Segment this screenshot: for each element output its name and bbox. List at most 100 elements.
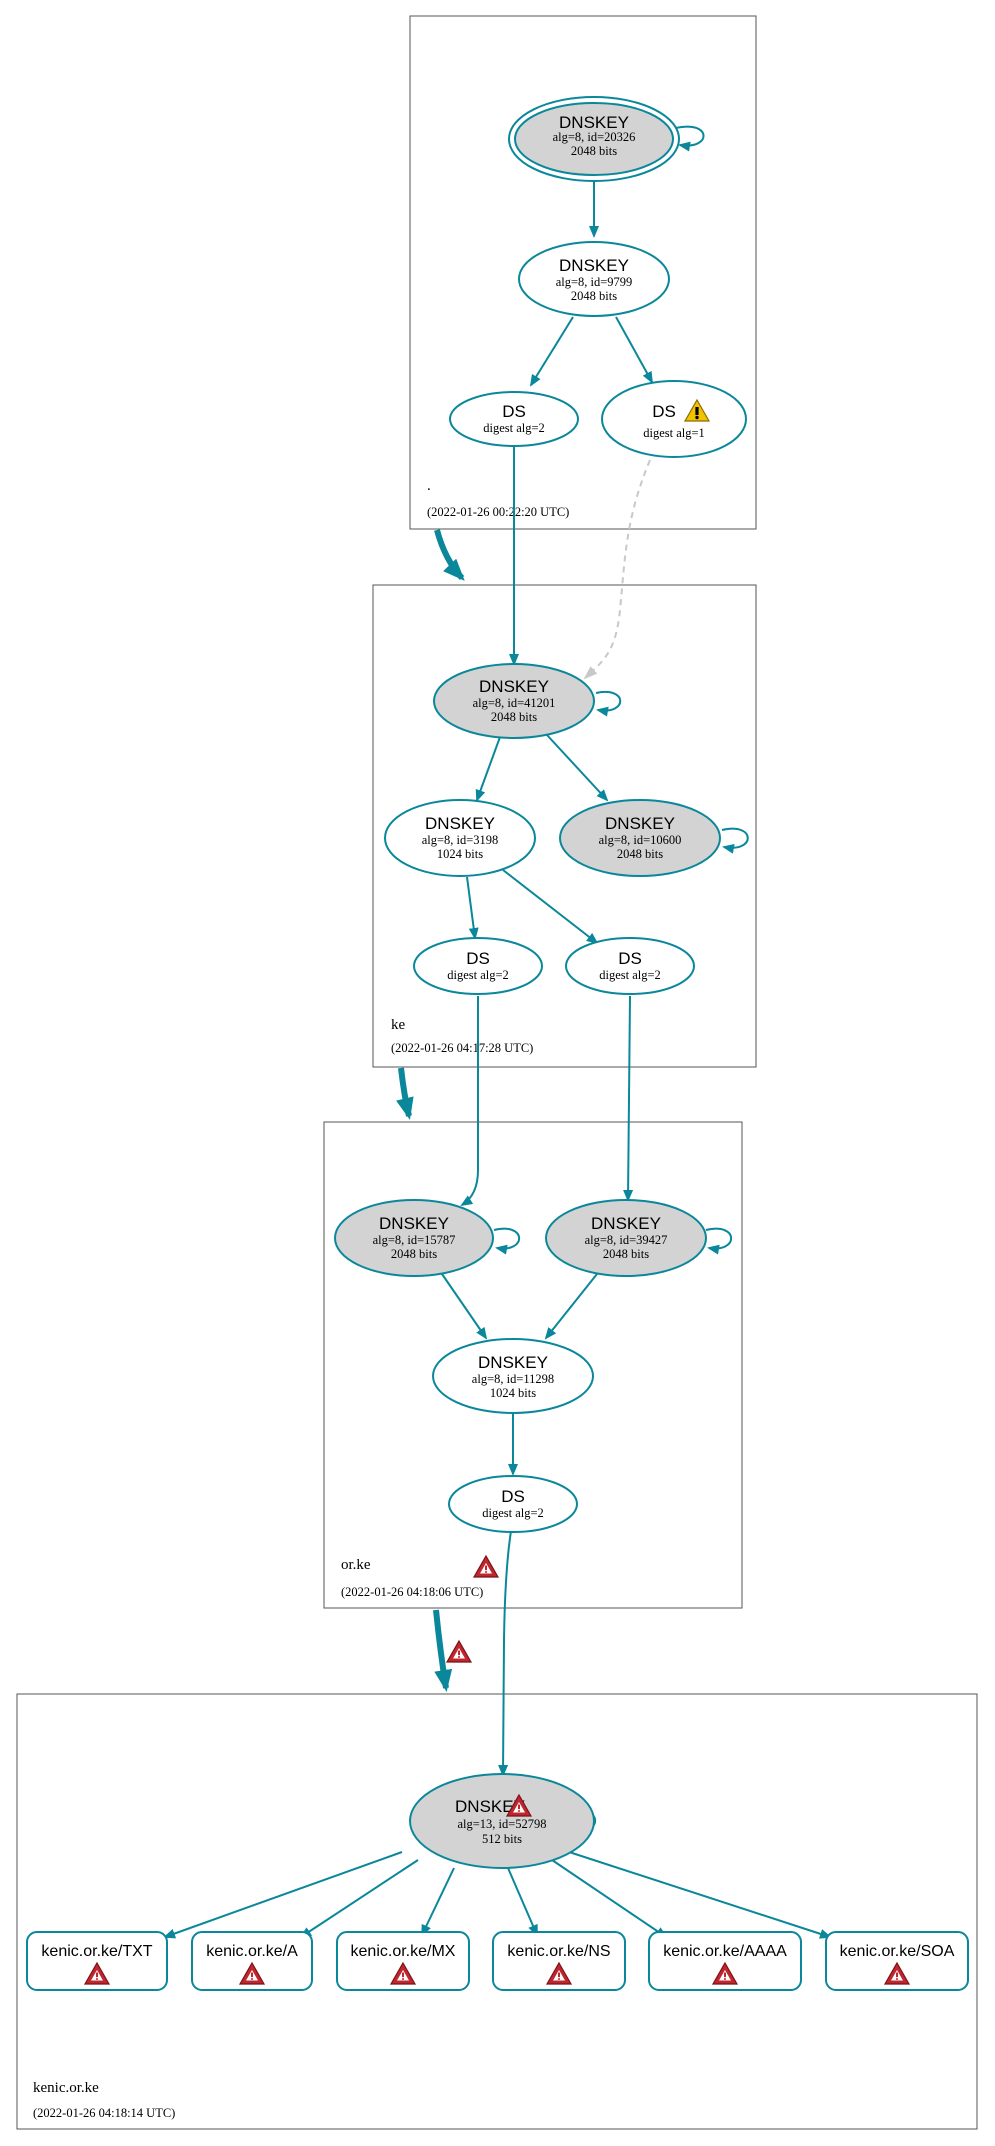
orke-zsk-id: alg=8, id=11298	[472, 1372, 554, 1386]
rrset-soa: kenic.or.ke/SOA	[825, 1931, 969, 1991]
zone-orke-name: or.ke	[341, 1557, 371, 1573]
rrset-aaaa: kenic.or.ke/AAAA	[648, 1931, 802, 1991]
orke-ksk1-node: DNSKEY alg=8, id=15787 2048 bits	[334, 1199, 494, 1277]
zone-root-timestamp: (2022-01-26 00:22:20 UTC)	[427, 505, 569, 519]
ke-ds-a-node: DS digest alg=2	[413, 937, 543, 995]
ke-zsk-node: DNSKEY alg=8, id=3198 1024 bits	[384, 799, 536, 877]
zone-orke-timestamp: (2022-01-26 04:18:06 UTC)	[341, 1585, 483, 1599]
root-zsk-id: alg=8, id=9799	[556, 275, 633, 289]
zone-kenic-timestamp: (2022-01-26 04:18:14 UTC)	[33, 2106, 175, 2120]
rrset-a-label: kenic.or.ke/A	[206, 1943, 298, 1960]
zone-kenic-name: kenic.or.ke	[33, 2080, 99, 2096]
ke-ds-a-title: DS	[466, 949, 490, 968]
root-ds2-node: DS digest alg=2	[449, 391, 579, 447]
ke-ds-b-digest: digest alg=2	[599, 968, 661, 982]
ke-zsk-id: alg=8, id=3198	[422, 833, 499, 847]
ke-zsk-title: DNSKEY	[425, 814, 495, 833]
orke-ksk2-title: DNSKEY	[591, 1214, 661, 1233]
edge-kenic-key-to-soa	[565, 1850, 832, 1939]
rrset-mx-label: kenic.or.ke/MX	[351, 1943, 456, 1960]
edge-root-zsk-to-ds2	[529, 316, 574, 387]
root-ksk-title: DNSKEY	[559, 113, 629, 132]
kenic-key-node: DNSKEY alg=13, id=52798 512 bits	[409, 1773, 595, 1869]
edge-root-ds1-to-ke-ksk	[583, 459, 651, 680]
orke-ksk2-id: alg=8, id=39427	[585, 1233, 668, 1247]
edge-kenic-key-to-ns	[507, 1867, 538, 1937]
kenic-key-bits: 512 bits	[482, 1832, 522, 1846]
edge-root-ksk-self	[675, 125, 705, 152]
rrset-aaaa-label: kenic.or.ke/AAAA	[663, 1943, 787, 1960]
edge-ke-key2-self	[721, 827, 749, 854]
edge-kenic-key-to-a	[299, 1859, 419, 1939]
root-ksk-node: DNSKEY alg=8, id=20326 2048 bits	[508, 96, 680, 182]
edge-ke-ksk-self	[595, 690, 622, 717]
orke-ds-node: DS digest alg=2	[448, 1475, 578, 1533]
ke-key2-title: DNSKEY	[605, 814, 675, 833]
orke-ksk2-node: DNSKEY alg=8, id=39427 2048 bits	[545, 1199, 707, 1277]
root-ksk-bits: 2048 bits	[571, 144, 617, 158]
edge-ke-ds-b-to-orke-ksk2	[623, 995, 634, 1202]
edge-kenic-key-to-txt	[163, 1851, 403, 1939]
root-ds1-digest: digest alg=1	[643, 426, 705, 440]
zone-root-name: .	[427, 478, 431, 494]
ke-ksk-id: alg=8, id=41201	[473, 696, 556, 710]
ke-ds-a-digest: digest alg=2	[447, 968, 509, 982]
orke-ds-title: DS	[501, 1487, 525, 1506]
edge-ke-ksk-to-key2	[546, 734, 609, 802]
zone-ke-name: ke	[391, 1017, 406, 1033]
orke-ksk1-id: alg=8, id=15787	[373, 1233, 456, 1247]
delegation-error-icon	[446, 1640, 472, 1663]
ke-ds-b-node: DS digest alg=2	[565, 937, 695, 995]
edge-ke-zsk-to-ds-b	[502, 869, 599, 945]
edge-root-zsk-to-ds1	[615, 316, 653, 384]
orke-ksk1-title: DNSKEY	[379, 1214, 449, 1233]
root-ds2-title: DS	[502, 402, 526, 421]
root-zsk-bits: 2048 bits	[571, 289, 617, 303]
root-zsk-node: DNSKEY alg=8, id=9799 2048 bits	[518, 241, 670, 317]
rrset-txt-label: kenic.or.ke/TXT	[41, 1943, 152, 1960]
edge-orke-ksk2-to-zsk	[544, 1273, 598, 1340]
ke-ksk-node: DNSKEY alg=8, id=41201 2048 bits	[433, 663, 595, 739]
rrset-ns: kenic.or.ke/NS	[492, 1931, 626, 1991]
edge-ke-ds-a-to-orke-ksk1	[460, 996, 479, 1207]
zone-kenic-box	[16, 1693, 978, 2130]
kenic-key-title: DNSKEY	[455, 1797, 525, 1816]
edge-orke-ksk1-to-zsk	[441, 1273, 488, 1340]
rrset-txt: kenic.or.ke/TXT	[26, 1931, 168, 1991]
rrset-soa-label: kenic.or.ke/SOA	[840, 1943, 955, 1960]
ke-ksk-bits: 2048 bits	[491, 710, 537, 724]
edge-kenic-key-to-mx	[421, 1867, 455, 1937]
ke-ds-b-title: DS	[618, 949, 642, 968]
zone-orke-box	[323, 1121, 743, 1609]
orke-zsk-node: DNSKEY alg=8, id=11298 1024 bits	[432, 1338, 594, 1414]
rrset-a: kenic.or.ke/A	[191, 1931, 313, 1991]
root-zsk-title: DNSKEY	[559, 256, 629, 275]
ke-key2-bits: 2048 bits	[617, 847, 663, 861]
kenic-key-id: alg=13, id=52798	[457, 1817, 546, 1831]
ke-ksk-title: DNSKEY	[479, 677, 549, 696]
ke-key2-node: DNSKEY alg=8, id=10600 2048 bits	[559, 799, 721, 877]
edge-ke-zsk-to-ds-a	[466, 876, 479, 940]
root-ds2-digest: digest alg=2	[483, 421, 545, 435]
edge-ke-ksk-to-zsk	[475, 736, 501, 802]
orke-ksk2-bits: 2048 bits	[603, 1247, 649, 1261]
edge-kenic-key-to-aaaa	[551, 1859, 668, 1939]
root-ksk-id: alg=8, id=20326	[553, 130, 636, 144]
ke-key2-id: alg=8, id=10600	[599, 833, 682, 847]
rrset-ns-label: kenic.or.ke/NS	[507, 1943, 610, 1960]
orke-error-icon	[473, 1555, 499, 1578]
delegation-root-ke	[434, 529, 465, 581]
rrset-mx: kenic.or.ke/MX	[336, 1931, 470, 1991]
edge-orke-ds-to-kenic-key	[498, 1530, 512, 1777]
edge-orke-ksk1-self	[493, 1227, 521, 1255]
root-ds1-title: DS	[652, 402, 676, 421]
edge-orke-ksk2-self	[705, 1227, 733, 1255]
orke-ds-digest: digest alg=2	[482, 1506, 544, 1520]
orke-ksk1-bits: 2048 bits	[391, 1247, 437, 1261]
zone-ke-box	[372, 584, 757, 1068]
delegation-ke-orke	[396, 1067, 414, 1120]
orke-zsk-title: DNSKEY	[478, 1353, 548, 1372]
zone-root-box	[409, 15, 757, 530]
ke-zsk-bits: 1024 bits	[437, 847, 483, 861]
